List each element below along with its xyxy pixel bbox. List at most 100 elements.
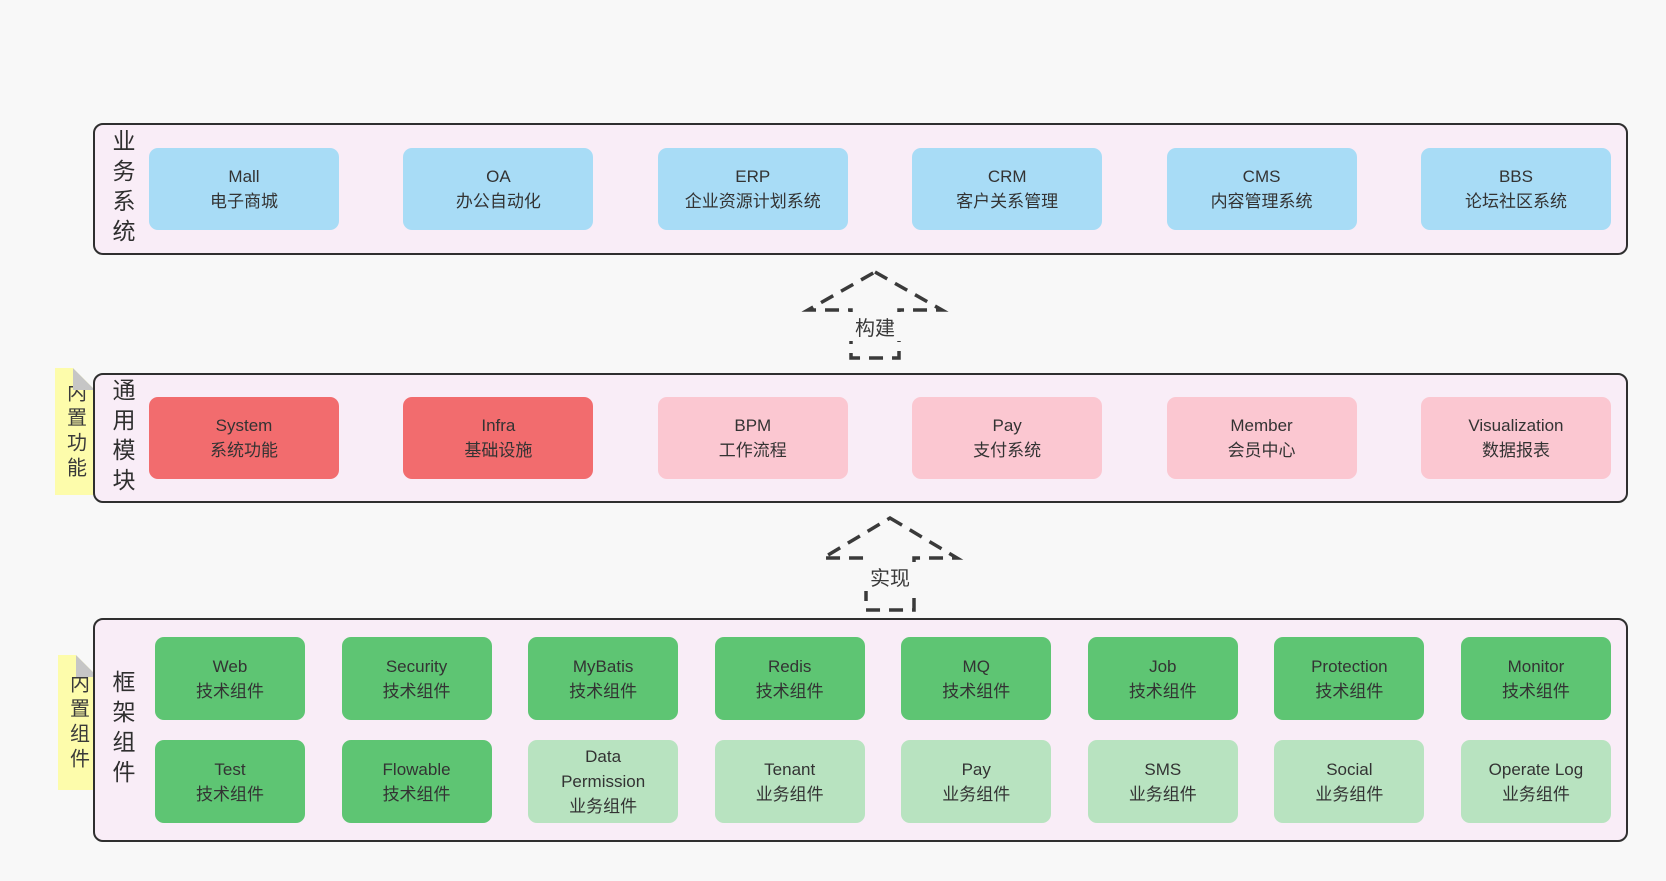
arrow-label: 构建 [847,312,903,341]
box-infra: Infra 基础设施 [403,397,594,479]
box-title: MQ [962,656,990,676]
box-subtitle: 业务组件 [942,784,1011,804]
layer-label-business-systems: 业务系统 [109,129,135,249]
layer-common-modules: 通用模块 System 系统功能 Infra 基础设施 BPM 工作流程 Pay… [93,373,1628,503]
box-title: OA [486,167,511,186]
box-title: Pay [961,759,991,779]
box-title: SMS [1144,759,1182,779]
box-subtitle: 内容管理系统 [1210,192,1313,211]
layer-business-systems: 业务系统 Mall 电子商城 OA 办公自动化 ERP 企业资源计划系统 CRM… [93,123,1628,255]
layer-label-common-modules: 通用模块 [109,378,135,498]
box-subtitle: 论坛社区系统 [1464,192,1567,211]
dashed-up-arrow-icon [801,269,949,360]
box-title: Data Permission [561,747,646,791]
box-web: Web 技术组件 [155,637,305,720]
box-title: Flowable [382,759,451,779]
build-arrow: 构建 [790,258,960,363]
box-title: Tenant [764,759,816,779]
box-subtitle: 业务组件 [1315,784,1384,804]
layer-framework-components: 框架组件 Web 技术组件 Security 技术组件 MyBatis 技术组件… [93,618,1628,842]
box-title: Pay [992,416,1022,435]
box-job: Job 技术组件 [1087,637,1238,720]
box-oa: OA 办公自动化 [403,148,594,230]
box-subtitle: 技术组件 [196,784,264,804]
box-subtitle: 系统功能 [210,441,278,460]
box-pay: Pay 支付系统 [912,397,1103,479]
box-subtitle: 技术组件 [382,681,451,701]
box-title: BPM [734,416,772,435]
common-modules-boxes: System 系统功能 Infra 基础设施 BPM 工作流程 Pay 支付系统… [149,375,1626,501]
box-subtitle: 企业资源计划系统 [684,192,821,211]
box-title: Job [1149,656,1177,676]
box-erp: ERP 企业资源计划系统 [657,148,848,230]
box-subtitle: 会员中心 [1227,441,1296,460]
box-pay-business: Pay 业务组件 [901,740,1052,823]
folded-corner-icon [73,368,95,390]
dashed-up-arrow-icon [816,515,964,612]
box-title: Monitor [1507,656,1565,676]
layer-label-framework-components: 框架组件 [109,670,135,790]
box-title: Protection [1311,656,1388,676]
sticky-note-built-in-features: 内置功能 [55,368,95,495]
box-bbs: BBS 论坛社区系统 [1420,148,1611,230]
box-title: CRM [987,167,1027,186]
box-monitor: Monitor 技术组件 [1460,637,1611,720]
box-flowable: Flowable 技术组件 [341,740,492,823]
box-subtitle: 业务组件 [1501,784,1570,804]
box-redis: Redis 技术组件 [714,637,865,720]
arrow-label: 实现 [862,562,918,591]
box-title: System [215,416,273,435]
box-title: Security [385,656,448,676]
box-visualization: Visualization 数据报表 [1420,397,1611,479]
box-title: Operate Log [1488,759,1584,779]
box-subtitle: 技术组件 [1501,681,1570,701]
box-cms: CMS 内容管理系统 [1166,148,1357,230]
box-data-permission: Data Permission 业务组件 [528,740,679,823]
box-title: Infra [481,416,516,435]
box-title: ERP [735,167,771,186]
box-social: Social 业务组件 [1274,740,1425,823]
box-title: Member [1230,416,1293,435]
box-subtitle: 技术组件 [1315,681,1384,701]
box-tenant: Tenant 业务组件 [714,740,865,823]
box-title: Visualization [1468,416,1564,435]
box-subtitle: 技术组件 [382,784,451,804]
box-title: Mall [228,167,260,186]
box-subtitle: 技术组件 [196,681,264,701]
box-member: Member 会员中心 [1166,397,1357,479]
box-subtitle: 业务组件 [755,784,824,804]
box-title: BBS [1498,167,1533,186]
business-systems-boxes: Mall 电子商城 OA 办公自动化 ERP 企业资源计划系统 CRM 客户关系… [149,125,1626,253]
sticky-note-label: 内置功能 [63,381,86,482]
box-subtitle: 电子商城 [210,192,278,211]
framework-components-row-2: Test 技术组件 Flowable 技术组件 Data Permission … [155,740,1611,823]
box-title: Web [212,656,248,676]
box-subtitle: 业务组件 [1128,784,1197,804]
implement-arrow: 实现 [805,506,975,616]
sticky-note-built-in-components: 内置组件 [58,655,98,790]
box-subtitle: 业务组件 [569,797,638,816]
box-mybatis: MyBatis 技术组件 [528,637,679,720]
box-operate-log: Operate Log 业务组件 [1460,740,1611,823]
box-subtitle: 技术组件 [569,681,638,701]
box-system: System 系统功能 [149,397,339,479]
box-mall: Mall 电子商城 [149,148,339,230]
box-title: MyBatis [572,656,634,676]
box-title: CMS [1242,167,1281,186]
box-title: Social [1326,759,1373,779]
box-subtitle: 工作流程 [718,441,787,460]
box-subtitle: 客户关系管理 [956,192,1059,211]
box-subtitle: 办公自动化 [455,192,541,211]
framework-components-row-1: Web 技术组件 Security 技术组件 MyBatis 技术组件 Redi… [155,637,1611,720]
box-protection: Protection 技术组件 [1274,637,1425,720]
box-subtitle: 技术组件 [1128,681,1197,701]
box-bpm: BPM 工作流程 [657,397,848,479]
framework-components-boxes: Web 技术组件 Security 技术组件 MyBatis 技术组件 Redi… [149,620,1626,840]
box-subtitle: 基础设施 [464,441,533,460]
box-title: Test [214,759,246,779]
box-title: Redis [767,656,812,676]
box-subtitle: 技术组件 [942,681,1011,701]
box-subtitle: 数据报表 [1481,441,1550,460]
box-subtitle: 支付系统 [973,441,1042,460]
